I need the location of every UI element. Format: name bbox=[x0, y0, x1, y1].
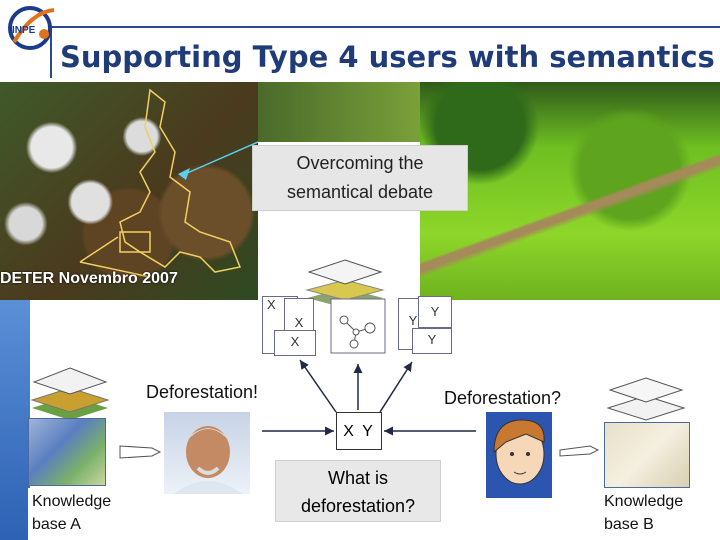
merged-concept-box: X Y bbox=[336, 412, 382, 450]
center-question-box: What is deforestation? bbox=[275, 460, 441, 522]
layer-stack-left bbox=[30, 366, 110, 420]
knowledge-base-b-label: Knowledge base B bbox=[600, 488, 706, 540]
layer-stack-right bbox=[606, 376, 686, 424]
city-map-left bbox=[28, 418, 106, 486]
cartoon-person bbox=[486, 412, 552, 498]
knowledge-base-a-label: Knowledge base A bbox=[28, 488, 132, 540]
person-photo bbox=[164, 412, 250, 494]
city-map-right bbox=[604, 422, 690, 488]
right-question: Deforestation? bbox=[444, 388, 561, 409]
left-statement: Deforestation! bbox=[146, 382, 258, 403]
